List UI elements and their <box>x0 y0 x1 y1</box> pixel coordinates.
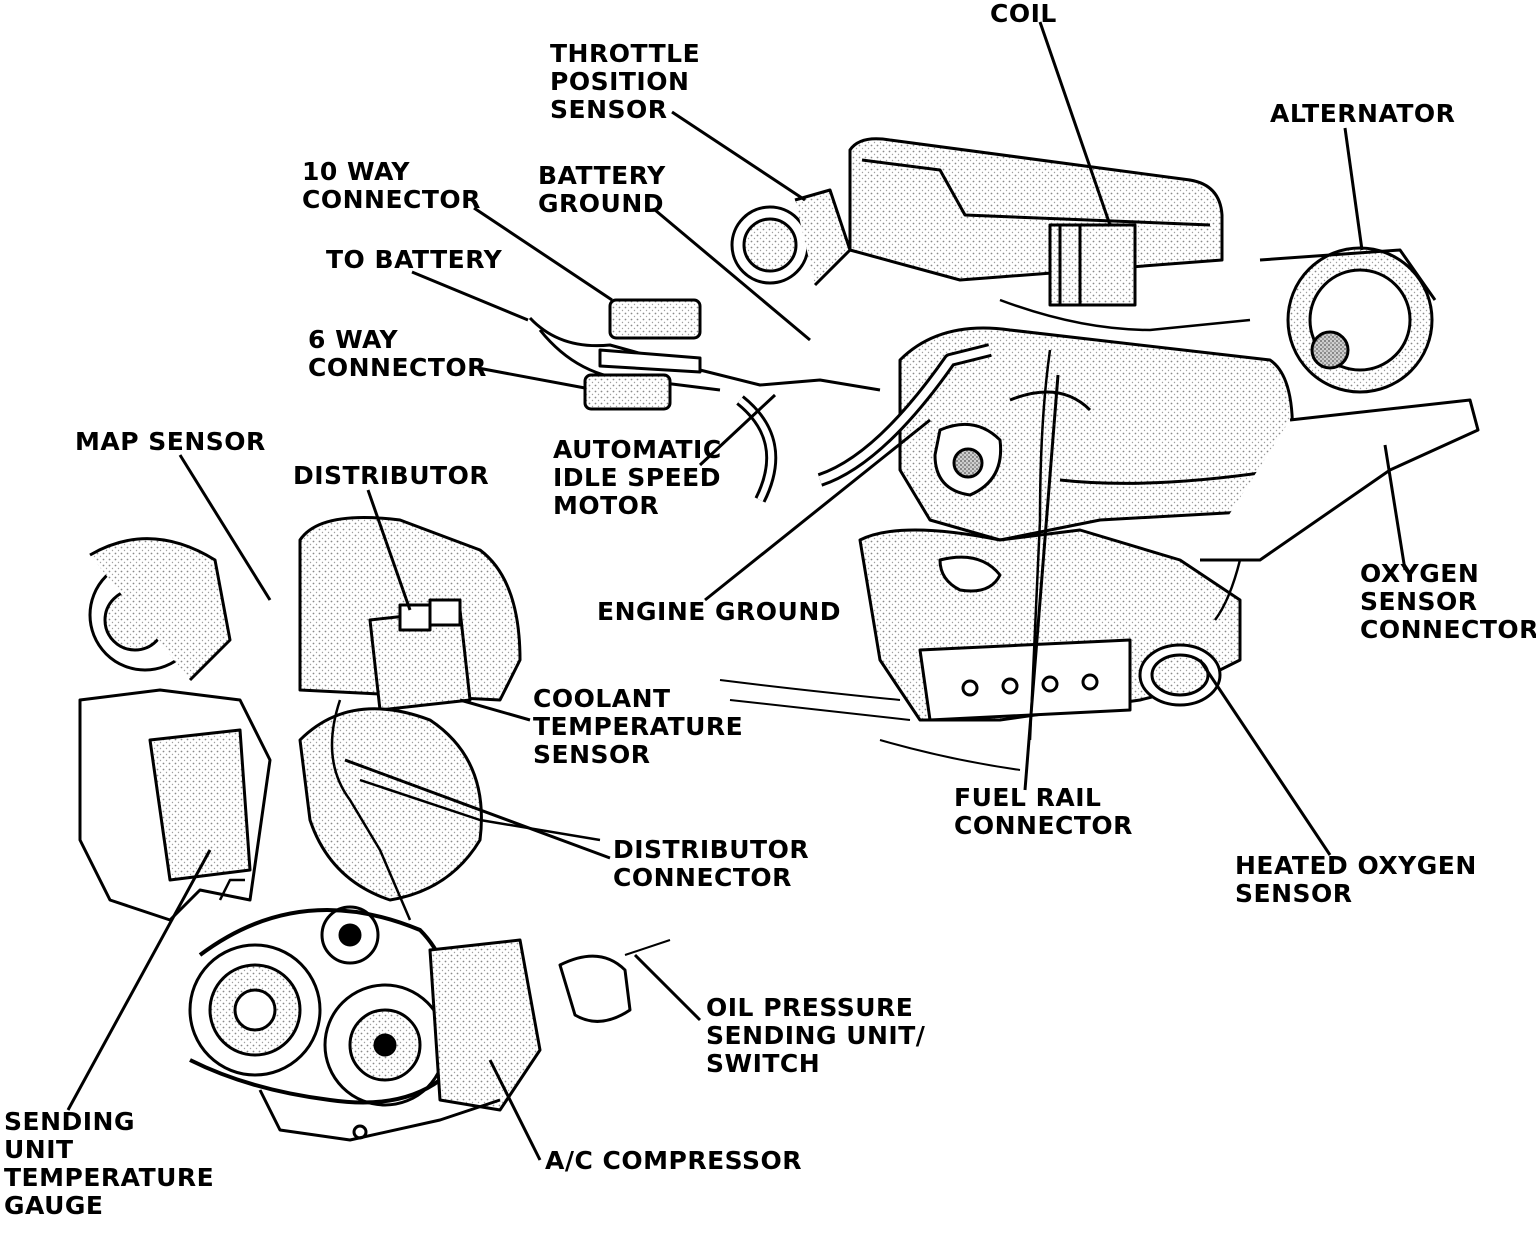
label-throttle-position-sensor: THROTTLE POSITION SENSOR <box>550 39 701 124</box>
label-oxygen-sensor-connector: OXYGEN SENSOR CONNECTOR <box>1360 559 1536 644</box>
leader-lines <box>66 21 1407 1161</box>
label-heated-oxygen-sensor: HEATED OXYGEN SENSOR <box>1235 851 1477 908</box>
label-6-way-connector: 6 WAY CONNECTOR <box>308 325 487 382</box>
label-distributor: DISTRIBUTOR <box>293 461 490 490</box>
right-engine-drawing <box>528 137 1480 771</box>
label-alternator: ALTERNATOR <box>1270 99 1456 128</box>
label-coolant-temperature-sensor: COOLANT TEMPERATURE SENSOR <box>533 684 744 769</box>
label-distributor-connector: DISTRIBUTOR CONNECTOR <box>613 835 810 892</box>
label-engine-ground: ENGINE GROUND <box>597 597 842 626</box>
label-10-way-connector: 10 WAY CONNECTOR <box>302 157 481 214</box>
left-engine-drawing <box>78 516 671 1142</box>
label-map-sensor: MAP SENSOR <box>75 427 266 456</box>
label-sending-unit-temperature-gauge: SENDING UNIT TEMPERATURE GAUGE <box>4 1107 215 1220</box>
label-coil: COIL <box>990 0 1057 28</box>
label-fuel-rail-connector: FUEL RAIL CONNECTOR <box>954 783 1133 840</box>
label-oil-pressure-sending-unit-switch: OIL PRESSURE SENDING UNIT/ SWITCH <box>706 993 926 1078</box>
label-to-battery: TO BATTERY <box>326 245 503 274</box>
label-automatic-idle-speed-motor: AUTOMATIC IDLE SPEED MOTOR <box>553 435 722 520</box>
label-battery-ground: BATTERY GROUND <box>538 161 666 218</box>
label-ac-compressor: A/C COMPRESSOR <box>545 1146 803 1175</box>
